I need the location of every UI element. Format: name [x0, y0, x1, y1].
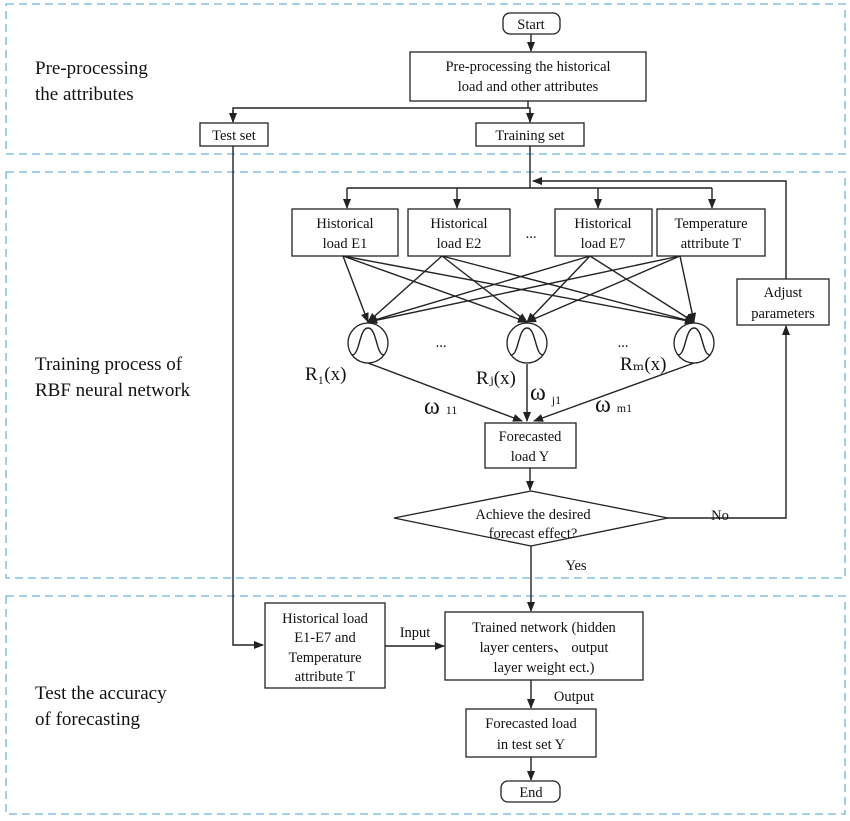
forecasted-label: load Y	[511, 449, 550, 465]
yes-label: Yes	[565, 558, 586, 574]
connection-line	[589, 255, 695, 323]
section-label: of forecasting	[35, 709, 140, 730]
forecasted-label: Forecasted	[499, 429, 563, 445]
input-label: load E7	[581, 236, 626, 252]
preprocess-node	[409, 51, 647, 102]
input-label: Temperature	[674, 216, 747, 232]
trained-label: layer weight ect.)	[493, 660, 594, 676]
input-label: attribute T	[681, 236, 742, 252]
section-label: Pre-processing	[35, 58, 148, 79]
forecast-test-label: in test set Y	[497, 737, 566, 753]
test-set-node	[199, 122, 269, 147]
input-arrow-label: Input	[400, 625, 431, 641]
input-node: Historical load E2	[407, 208, 511, 257]
rbf-neuron	[673, 322, 715, 364]
trained-network-node	[444, 611, 644, 681]
input-label: load E2	[437, 236, 482, 252]
gaussian-icon	[351, 327, 385, 356]
gaussian-icon	[510, 327, 544, 356]
input-node: Temperature attribute T	[656, 208, 766, 257]
hidden-ellipsis: ...	[436, 335, 447, 351]
input-label: Historical	[574, 216, 631, 232]
section-label: Test the accuracy	[35, 683, 167, 704]
decision-label: forecast effect?	[489, 526, 578, 542]
rbf-label: Rⱼ(x)	[476, 368, 516, 389]
connection-line	[367, 255, 681, 325]
connection-line	[367, 255, 443, 323]
connection-line	[367, 255, 591, 324]
adjust-label: Adjust	[764, 285, 803, 301]
section-preprocessing	[5, 3, 846, 155]
adjust-parameters-node	[736, 278, 830, 326]
preprocess-label: Pre-processing the historical	[445, 59, 610, 75]
output-arrow-label: Output	[554, 689, 594, 705]
trained-label: Trained network (hidden	[472, 620, 616, 636]
connection-line	[526, 255, 591, 323]
no-label: No	[711, 508, 729, 524]
test-input-label: E1-E7 and	[294, 630, 356, 646]
rbf-label: Rₘ(x)	[620, 354, 666, 375]
connection-line	[342, 255, 369, 323]
connection-line	[441, 255, 695, 324]
gaussian-icon	[677, 327, 711, 356]
section-testing	[5, 595, 846, 815]
section-label: Training process of	[35, 354, 183, 375]
trained-label: layer centers、 output	[480, 640, 609, 656]
connection-line	[342, 255, 528, 323]
preprocess-label: load and other attributes	[458, 79, 599, 95]
adjust-label: parameters	[751, 306, 815, 322]
test-set-label: Test set	[212, 128, 256, 144]
forecasted-load-node	[484, 422, 577, 469]
rbf-neuron	[506, 322, 548, 364]
test-input-label: Historical load	[282, 611, 369, 627]
connection-line	[679, 255, 697, 323]
end-node	[500, 780, 561, 803]
forecast-test-node	[465, 708, 597, 758]
input-ellipsis: ...	[526, 226, 537, 242]
training-set-label: Training set	[495, 128, 564, 144]
input-hidden-connections	[342, 255, 697, 325]
end-label: End	[519, 785, 543, 801]
test-input-label: attribute T	[295, 669, 356, 685]
rbf-neuron	[347, 322, 389, 364]
rbf-label: R₁(x)	[305, 364, 346, 385]
input-node: Historical load E1	[291, 208, 399, 257]
forecast-test-label: Forecasted load	[485, 716, 577, 732]
section-label: the attributes	[35, 84, 134, 105]
connection-line	[342, 255, 695, 325]
input-label: Historical	[316, 216, 373, 232]
connection-line	[441, 255, 528, 323]
start-label: Start	[517, 17, 544, 33]
section-training	[5, 171, 846, 579]
input-label: load E1	[323, 236, 368, 252]
test-input-label: Temperature	[288, 650, 361, 666]
decision-label: Achieve the desired	[475, 507, 591, 523]
hidden-ellipsis: ...	[618, 335, 629, 351]
connection-line	[526, 255, 681, 323]
section-label: RBF neural network	[35, 380, 191, 401]
input-label: Historical	[430, 216, 487, 232]
input-node: Historical load E7	[554, 208, 653, 257]
